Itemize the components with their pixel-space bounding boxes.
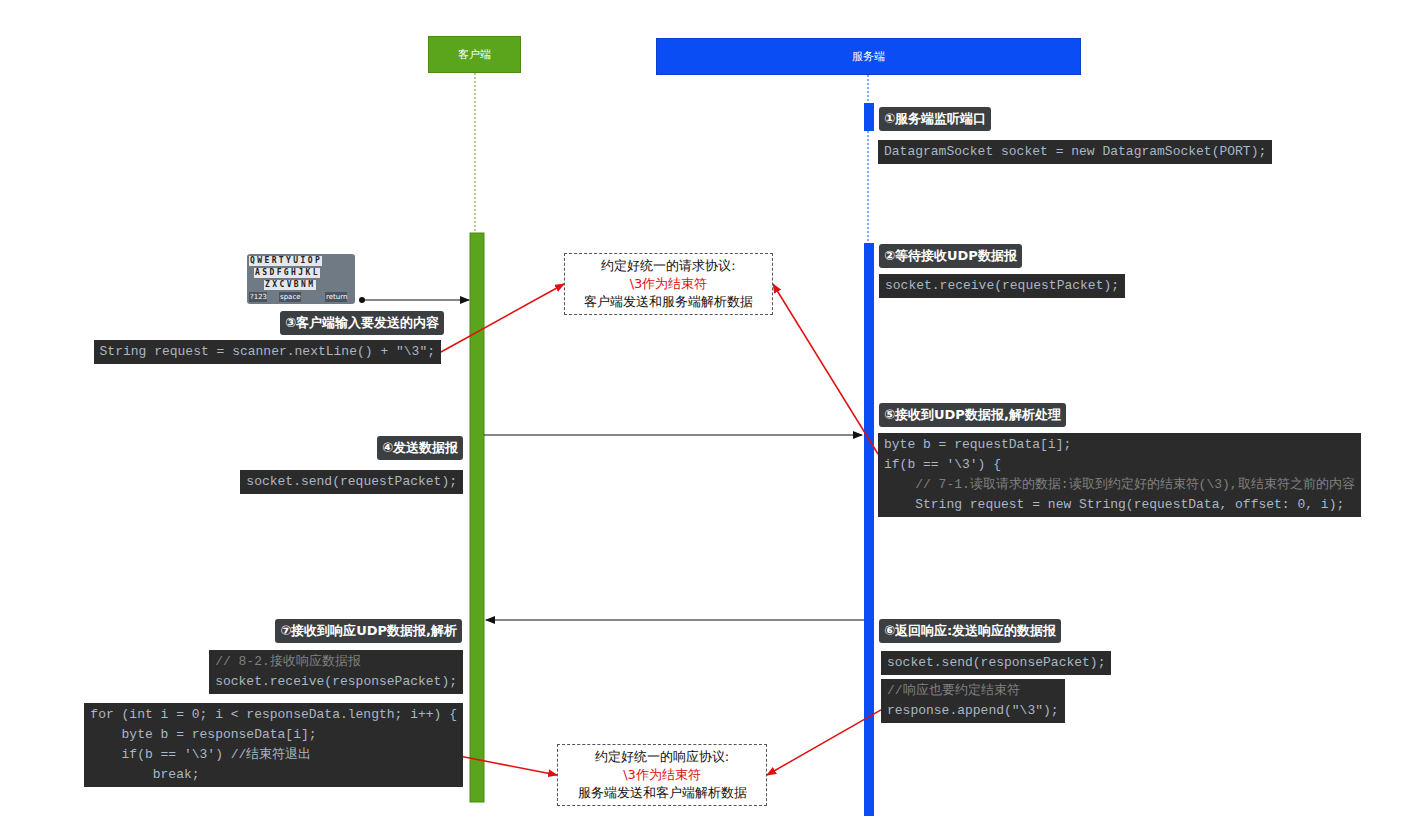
code-line: DatagramSocket socket = new DatagramSock… xyxy=(884,142,1266,162)
code-block: //响应也要约定结束符response.append("\3"); xyxy=(881,679,1065,723)
code-line: if(b == '\3') //结束符退出 xyxy=(90,745,457,765)
label-text: ①服务端监听端口 xyxy=(884,110,986,128)
code-block: // 8-2.接收响应数据报socket.receive(responsePac… xyxy=(209,650,463,694)
step-label: ⑤接收到UDP数据报,解析处理 xyxy=(879,403,1066,427)
label-text: ③客户端输入要发送的内容 xyxy=(285,314,439,332)
code-block: for (int i = 0; i < responseData.length;… xyxy=(84,703,463,787)
client-activation xyxy=(470,233,484,802)
protocol-connector xyxy=(767,710,881,775)
label-text: 服务端 xyxy=(852,49,885,64)
code-block: socket.receive(requestPacket); xyxy=(879,274,1125,298)
server-activation xyxy=(864,103,874,131)
code-line: for (int i = 0; i < responseData.length;… xyxy=(90,705,457,725)
request-arrow xyxy=(484,435,862,436)
protocol-note: 约定好统一的请求协议:\3作为结束符客户端发送和服务端解析数据 xyxy=(564,253,773,315)
step-label: ①服务端监听端口 xyxy=(879,107,991,131)
keyboard-key: ZXCVBNM xyxy=(264,280,316,290)
label-text: 服务端发送和客户端解析数据 xyxy=(568,784,756,802)
input-arrow xyxy=(362,300,469,301)
label-text: \3作为结束符 xyxy=(575,275,762,293)
label-text: \3作为结束符 xyxy=(568,766,756,784)
code-line: byte b = requestData[i]; xyxy=(884,435,1355,455)
code-line: break; xyxy=(90,765,457,785)
code-line: if(b == '\3') { xyxy=(884,455,1355,475)
keyboard-icon: QWERTYUIOP ASDFGHJKL ZXCVBNM ?123 space retur… xyxy=(247,254,355,304)
step-label: ⑥返回响应:发送响应的数据报 xyxy=(879,619,1061,643)
step-label: ③客户端输入要发送的内容 xyxy=(280,311,444,335)
lifeline-header: 客户端 xyxy=(428,36,521,73)
code-line: socket.send(responsePacket); xyxy=(887,653,1105,673)
protocol-connector xyxy=(463,757,557,775)
code-line: // 7-1.读取请求的数据:读取到约定好的结束符(\3),取结束符之前的内容 xyxy=(884,475,1355,495)
code-block: String request = scanner.nextLine() + "\… xyxy=(94,340,441,364)
server-activation xyxy=(864,243,874,816)
code-line: String request = new String(requestData,… xyxy=(884,495,1355,515)
keyboard-key: return xyxy=(325,292,347,302)
label-text: ④发送数据报 xyxy=(382,439,458,457)
code-line: //响应也要约定结束符 xyxy=(887,681,1059,701)
server-lifeline xyxy=(868,75,869,243)
code-line: socket.send(requestPacket); xyxy=(246,472,457,492)
code-line: socket.receive(responsePacket); xyxy=(215,672,457,692)
code-block: socket.send(responsePacket); xyxy=(881,651,1111,675)
label-text: ⑥返回响应:发送响应的数据报 xyxy=(884,622,1056,640)
code-line: byte b = responseData[i]; xyxy=(90,725,457,745)
label-text: ⑤接收到UDP数据报,解析处理 xyxy=(884,406,1061,424)
response-arrow xyxy=(486,620,864,621)
label-text: 约定好统一的请求协议: xyxy=(575,257,762,275)
protocol-note: 约定好统一的响应协议:\3作为结束符服务端发送和客户端解析数据 xyxy=(557,744,767,806)
code-line: socket.receive(requestPacket); xyxy=(885,276,1119,296)
protocol-connector xyxy=(441,284,564,352)
label-text: 约定好统一的响应协议: xyxy=(568,748,756,766)
step-label: ⑦接收到响应UDP数据报,解析 xyxy=(275,619,462,643)
code-line: response.append("\3"); xyxy=(887,701,1059,721)
keyboard-key: ASDFGHJKL xyxy=(254,268,320,278)
keyboard-key: space xyxy=(279,292,301,302)
keyboard-key: ?123 xyxy=(249,292,267,302)
keyboard-key: QWERTYUIOP xyxy=(249,256,322,266)
label-text: 客户端 xyxy=(458,47,491,62)
code-line: String request = scanner.nextLine() + "\… xyxy=(100,342,435,362)
code-block: DatagramSocket socket = new DatagramSock… xyxy=(878,140,1272,164)
code-block: byte b = requestData[i];if(b == '\3') {/… xyxy=(878,433,1361,517)
lifeline-header: 服务端 xyxy=(656,38,1081,75)
label-text: ⑦接收到响应UDP数据报,解析 xyxy=(280,622,457,640)
code-line: // 8-2.接收响应数据报 xyxy=(215,652,457,672)
label-text: 客户端发送和服务端解析数据 xyxy=(575,293,762,311)
client-lifeline xyxy=(475,73,476,233)
code-block: socket.send(requestPacket); xyxy=(240,470,463,494)
protocol-connector xyxy=(773,284,878,454)
label-text: ②等待接收UDP数据报 xyxy=(884,247,1017,265)
step-label: ②等待接收UDP数据报 xyxy=(879,244,1022,268)
step-label: ④发送数据报 xyxy=(377,436,463,460)
